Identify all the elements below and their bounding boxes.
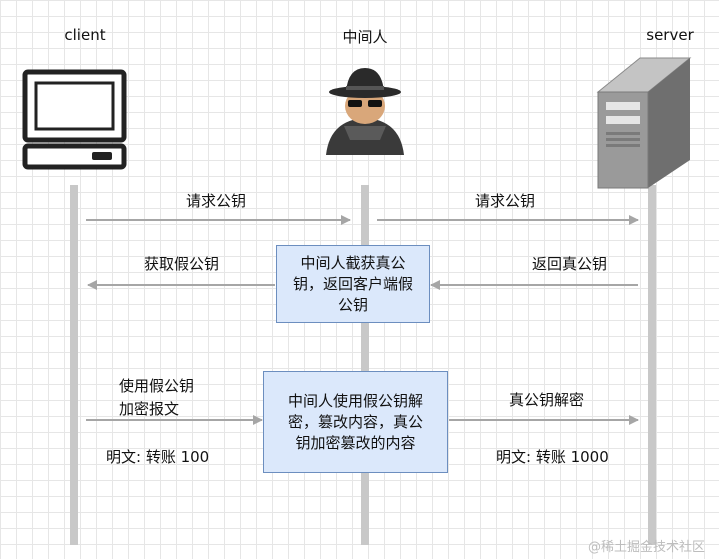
msg-encrypt-fake-line1: 使用假公钥 [119,377,195,395]
intercept-box-line: 中间人截获真公 [300,253,406,272]
tamper-box: 中间人使用假公钥解 密，篡改内容，真公 钥加密篡改的内容 [263,371,448,473]
msg-plaintext-right: 明文: 转账 1000 [496,448,609,466]
hacker-icon [326,68,404,155]
actor-server-label: server [646,26,694,44]
intercept-box: 中间人截获真公 钥，返回客户端假 公钥 [276,245,430,323]
msg-request-key-right: 请求公钥 [475,192,536,210]
tamper-box-line: 钥加密篡改的内容 [295,433,416,452]
msg-encrypt-fake-line2: 加密报文 [119,400,180,418]
tamper-box-line: 中间人使用假公钥解 [287,391,423,410]
computer-icon [22,69,127,170]
mitm-lifeline [361,185,369,545]
msg-plaintext-left: 明文: 转账 100 [106,448,210,466]
intercept-box-line: 钥，返回客户端假 [292,274,413,293]
client-lifeline [70,185,78,545]
msg-return-real-key: 返回真公钥 [532,255,608,273]
msg-decrypt-real: 真公钥解密 [509,391,585,409]
actor-client-label: client [64,26,106,44]
tamper-box-line: 密，篡改内容，真公 [287,412,423,431]
msg-request-key-left: 请求公钥 [186,192,247,210]
actor-mitm-label: 中间人 [342,28,388,46]
msg-get-fake-key: 获取假公钥 [144,255,220,273]
server-icon [596,57,692,189]
watermark: @稀土掘金技术社区 [588,540,706,555]
intercept-box-line: 公钥 [337,295,368,314]
server-lifeline [648,185,656,545]
